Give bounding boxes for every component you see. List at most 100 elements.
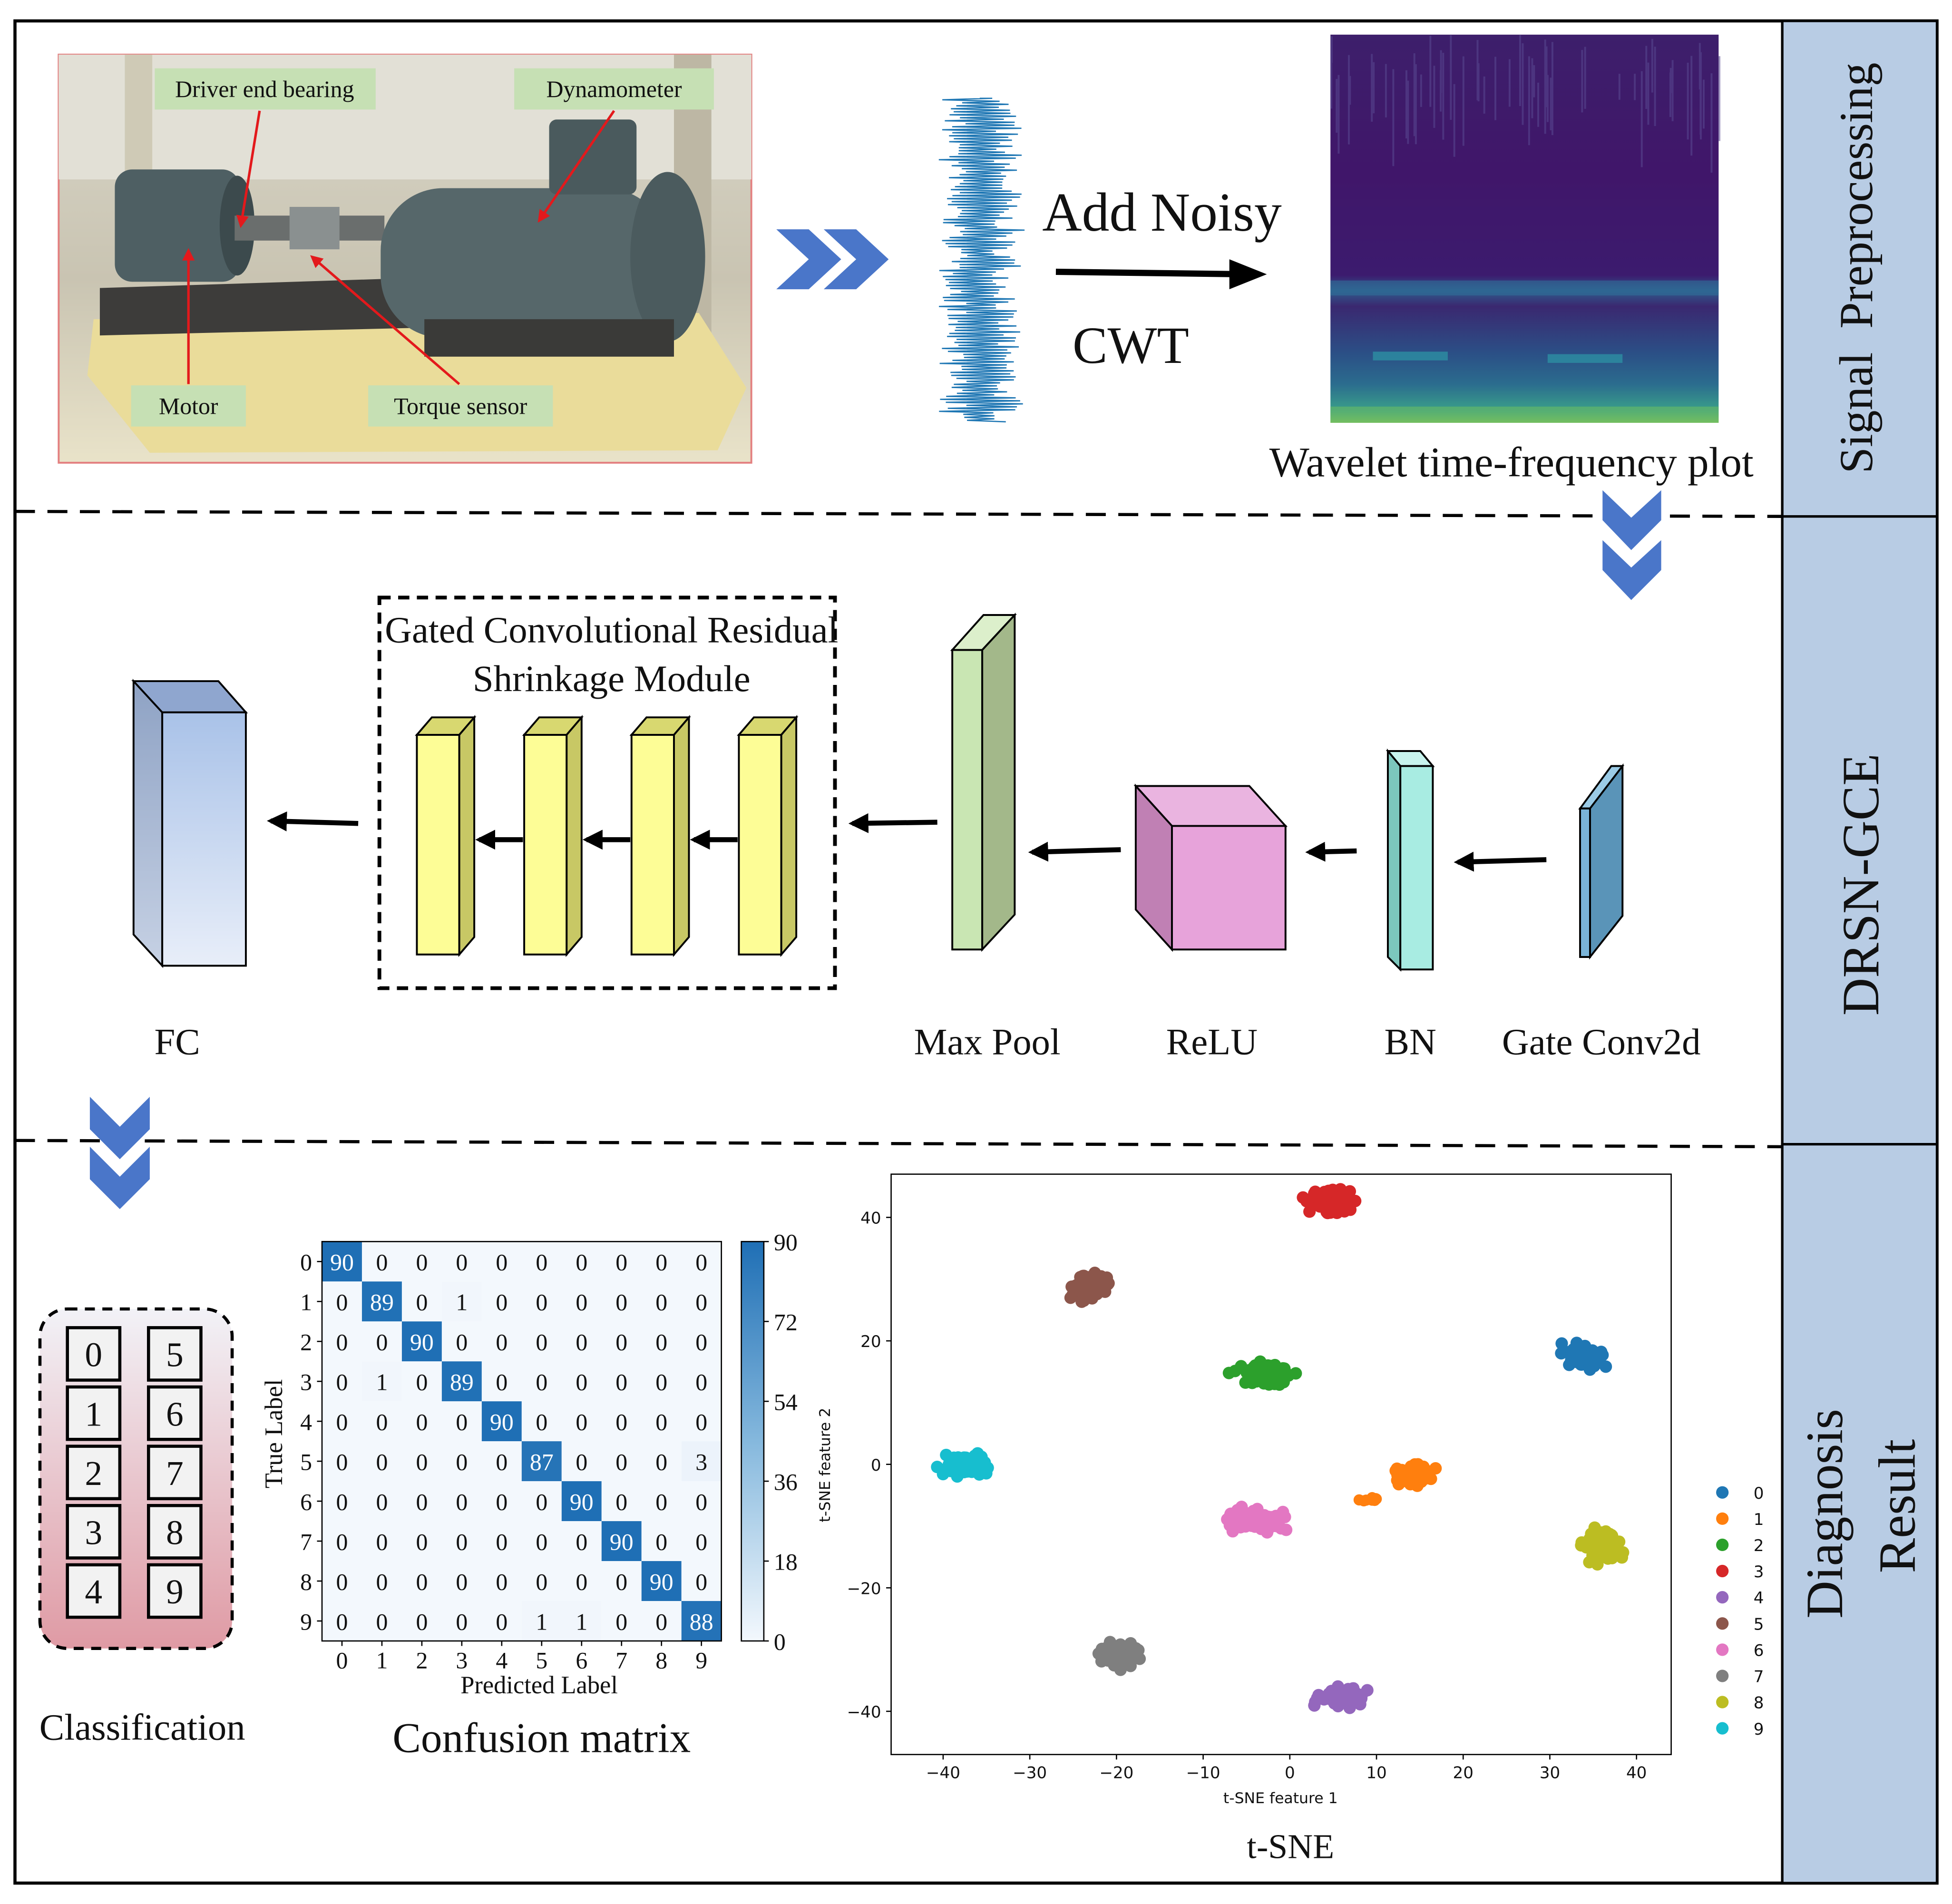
cm-cell xyxy=(641,1481,682,1522)
cm-xtick: 9 xyxy=(695,1648,707,1674)
cm-cell xyxy=(681,1321,722,1362)
cm-xtick: 6 xyxy=(576,1648,587,1674)
cm-value: 0 xyxy=(536,1250,547,1276)
tsne-ytick: −20 xyxy=(847,1579,881,1598)
legend-label: 7 xyxy=(1754,1668,1764,1687)
cm-value: 0 xyxy=(336,1609,348,1635)
cm-cell xyxy=(481,1361,522,1402)
cm-value: 0 xyxy=(456,1329,468,1356)
cm-cell xyxy=(481,1561,522,1601)
cm-ytick: 3 xyxy=(300,1369,312,1396)
cm-ytick: 7 xyxy=(300,1529,312,1555)
gcrsm-subtitle: Shrinkage Module xyxy=(473,658,751,700)
cm-cell xyxy=(521,1241,562,1282)
cm-value: 0 xyxy=(655,1289,667,1316)
cm-cell xyxy=(481,1321,522,1362)
cm-colorbar-tick: 18 xyxy=(774,1549,798,1575)
gate-conv-block xyxy=(1578,763,1625,960)
cm-cell xyxy=(361,1441,402,1482)
cm-value: 0 xyxy=(496,1289,508,1316)
tsne-point xyxy=(1275,1522,1288,1535)
cm-value: 0 xyxy=(416,1250,428,1276)
cm-value: 0 xyxy=(615,1369,627,1396)
cm-value: 0 xyxy=(376,1329,388,1356)
cm-cell xyxy=(401,1361,442,1402)
cm-cell xyxy=(561,1521,602,1562)
cm-cell xyxy=(401,1601,442,1641)
tsne-plot-area xyxy=(890,1173,1672,1756)
cm-cell xyxy=(361,1601,402,1641)
section-label-network: DRSN-GCE xyxy=(1832,753,1890,1015)
cm-cell xyxy=(681,1441,722,1482)
cm-cell xyxy=(601,1481,642,1522)
gcrsm-box xyxy=(377,596,837,990)
cm-value: 0 xyxy=(615,1289,627,1316)
cm-value: 0 xyxy=(655,1250,667,1276)
cm-cell xyxy=(561,1321,602,1362)
legend-marker xyxy=(1716,1670,1729,1682)
gcrsm-block xyxy=(738,733,782,956)
cm-cell xyxy=(681,1481,722,1522)
cm-cell xyxy=(361,1521,402,1562)
cm-cell xyxy=(601,1521,642,1562)
cm-cell xyxy=(481,1601,522,1641)
cm-value: 88 xyxy=(690,1609,713,1635)
tsne-point xyxy=(1250,1375,1263,1388)
vibration-signal xyxy=(938,98,1025,423)
cm-cell xyxy=(561,1401,602,1442)
label-box xyxy=(131,385,246,427)
cm-cell xyxy=(361,1321,402,1362)
cm-cell xyxy=(361,1561,402,1601)
cm-value: 0 xyxy=(336,1449,348,1475)
legend-marker xyxy=(1716,1617,1729,1630)
cm-cell xyxy=(601,1361,642,1402)
cwt-label: CWT xyxy=(1073,316,1189,374)
flow-arrow xyxy=(1454,851,1547,872)
cm-value: 0 xyxy=(695,1529,707,1555)
gcrsm-block xyxy=(630,733,675,956)
cm-value: 90 xyxy=(570,1489,594,1515)
cm-cell xyxy=(322,1561,362,1601)
cm-cell xyxy=(601,1321,642,1362)
cm-cell xyxy=(401,1481,442,1522)
cm-colorbar-tick: 90 xyxy=(774,1230,798,1256)
classification-caption: Classification xyxy=(39,1707,245,1748)
legend-label: 5 xyxy=(1754,1615,1764,1634)
legend-label: 3 xyxy=(1754,1562,1764,1582)
gcrsm-block-side xyxy=(673,714,690,957)
cm-value: 0 xyxy=(695,1409,707,1435)
cm-value: 90 xyxy=(610,1529,634,1555)
gcrsm-title: Gated Convolutional Residual xyxy=(385,610,838,651)
chevron-right-icon xyxy=(776,229,889,290)
legend-label: 2 xyxy=(1754,1536,1764,1555)
cm-cell xyxy=(441,1521,482,1562)
cm-value: 90 xyxy=(410,1329,434,1356)
tsne-point xyxy=(1249,1518,1261,1531)
cm-value: 0 xyxy=(376,1250,388,1276)
cm-value: 0 xyxy=(456,1250,468,1276)
cm-value: 0 xyxy=(416,1289,428,1316)
class-label: 9 xyxy=(166,1572,184,1611)
tsne-point xyxy=(1326,1198,1339,1211)
maxpool-block xyxy=(950,612,1017,952)
cm-cell xyxy=(561,1241,602,1282)
cwt-arrow xyxy=(1055,268,1249,278)
label-motor: Motor xyxy=(159,393,218,420)
gcrsm-block xyxy=(523,733,568,956)
tsne-point xyxy=(1112,1646,1124,1659)
cm-value: 0 xyxy=(655,1609,667,1635)
cm-cell xyxy=(322,1601,362,1641)
add-noisy-label: Add Noisy xyxy=(1042,182,1282,243)
tsne-point xyxy=(1613,1535,1626,1548)
cm-value: 90 xyxy=(330,1250,354,1276)
cm-cell xyxy=(521,1361,562,1402)
cm-cell xyxy=(481,1401,522,1442)
tsne-ytick: 0 xyxy=(871,1456,881,1475)
cm-cell xyxy=(641,1321,682,1362)
cm-title: Confusion matrix xyxy=(392,1715,691,1762)
tsne-point xyxy=(1229,1365,1241,1377)
cm-cell xyxy=(361,1241,402,1282)
cm-cell xyxy=(401,1521,442,1562)
cm-value: 0 xyxy=(496,1609,508,1635)
wavelet-caption: Wavelet time-frequency plot xyxy=(1269,439,1754,486)
